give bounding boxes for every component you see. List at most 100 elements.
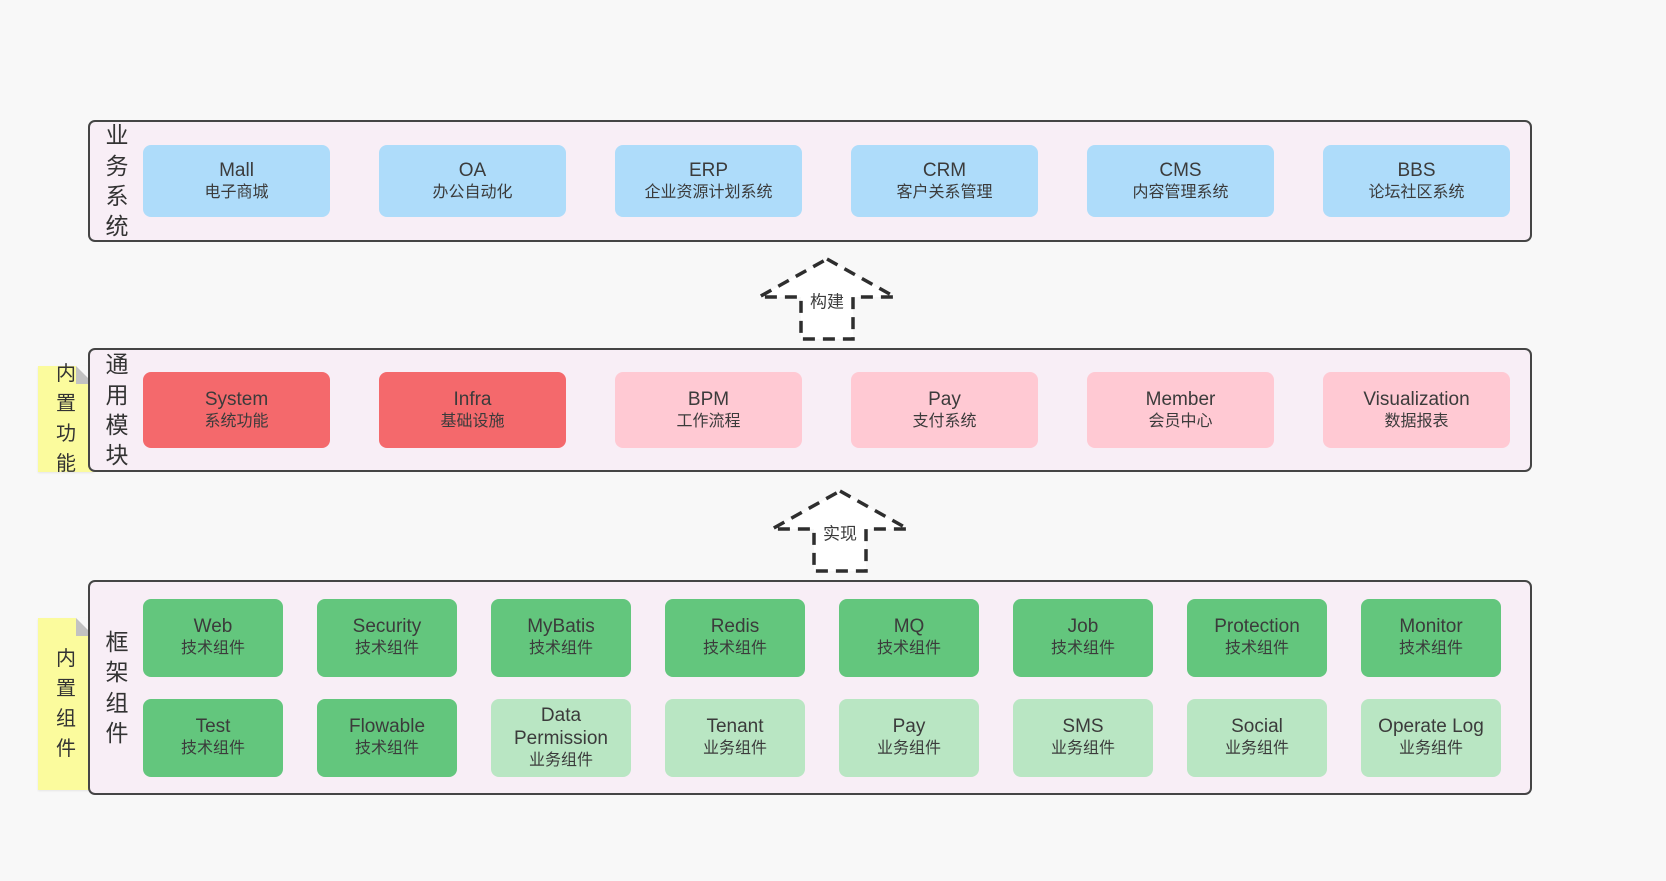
box-web: Web 技术组件 <box>143 598 283 677</box>
box-visualization: Visualization 数据报表 <box>1323 372 1510 448</box>
box-bpm: BPM 工作流程 <box>615 372 802 448</box>
box-title: SMS <box>1062 716 1104 737</box>
box-title: Social <box>1231 716 1283 737</box>
arrow-label: 构建 <box>807 286 847 314</box>
box-title: Test <box>195 716 231 737</box>
box-subtitle: 技术组件 <box>876 640 941 657</box>
sticky-note-builtin-components: 内置组件 <box>38 618 94 790</box>
box-title: Flowable <box>348 716 426 737</box>
box-subtitle: 技术组件 <box>1050 640 1115 657</box>
box-erp: ERP 企业资源计划系统 <box>615 145 802 217</box>
box-oa: OA 办公自动化 <box>379 145 566 217</box>
box-subtitle: 技术组件 <box>180 740 245 757</box>
box-title: ERP <box>688 159 729 181</box>
box-title: Infra <box>453 388 492 410</box>
box-title: Monitor <box>1399 616 1463 637</box>
box-subtitle: 内容管理系统 <box>1132 183 1229 201</box>
box-title: CRM <box>922 159 967 181</box>
box-tenant: Tenant 业务组件 <box>665 698 805 777</box>
box-subtitle: 业务组件 <box>1224 740 1289 757</box>
box-bbs: BBS 论坛社区系统 <box>1323 145 1510 217</box>
box-subtitle: 业务组件 <box>876 740 941 757</box>
box-subtitle: 技术组件 <box>1224 640 1289 657</box>
box-title: Tenant <box>706 716 764 737</box>
box-subtitle: 技术组件 <box>528 640 593 657</box>
box-subtitle: 工作流程 <box>676 412 741 430</box>
box-subtitle: 技术组件 <box>180 640 245 657</box>
box-subtitle: 业务组件 <box>1398 740 1463 757</box>
box-title: Visualization <box>1363 388 1470 410</box>
layer-side-label: 业务系统 <box>100 122 134 240</box>
layer-side-label-text: 业务系统 <box>105 122 129 240</box>
box-title: Redis <box>710 616 760 637</box>
box-subtitle: 业务组件 <box>702 740 767 757</box>
box-subtitle: 电子商城 <box>204 183 269 201</box>
box-redis: Redis 技术组件 <box>665 598 805 677</box>
box-title: BBS <box>1397 159 1436 181</box>
sticky-note-label: 内置组件 <box>56 648 76 760</box>
layer-boxes-row: Mall 电子商城 OA 办公自动化 ERP 企业资源计划系统 CRM 客户关系管理 CMS 内容… <box>143 122 1510 240</box>
sticky-note-label: 内置功能 <box>56 363 76 475</box>
box-title: Data Permission <box>514 704 608 749</box>
box-title: MQ <box>893 616 925 637</box>
box-subtitle: 论坛社区系统 <box>1368 183 1465 201</box>
box-subtitle: 企业资源计划系统 <box>644 183 773 201</box>
layer-side-label: 通用模块 <box>100 350 134 470</box>
box-subtitle: 基础设施 <box>440 412 505 430</box>
box-subtitle: 数据报表 <box>1384 412 1449 430</box>
layer-side-label: 框架组件 <box>100 582 134 793</box>
box-subtitle: 技术组件 <box>354 740 419 757</box>
box-subtitle: 办公自动化 <box>432 183 513 201</box>
box-pay: Pay 业务组件 <box>839 698 979 777</box>
box-subtitle: 系统功能 <box>204 412 269 430</box>
box-title: OA <box>458 159 487 181</box>
layer-side-label-text: 通用模块 <box>105 351 129 469</box>
layer-common-modules: 通用模块 System 系统功能 Infra 基础设施 BPM 工作流程 Pay 支付系统 Me… <box>88 348 1532 472</box>
box-title: System <box>204 388 269 410</box>
box-mall: Mall 电子商城 <box>143 145 330 217</box>
box-subtitle: 客户关系管理 <box>896 183 993 201</box>
box-test: Test 技术组件 <box>143 698 283 777</box>
layer-business-systems: 业务系统 Mall 电子商城 OA 办公自动化 ERP 企业资源计划系统 CRM 客户关系管理… <box>88 120 1532 242</box>
box-title: Web <box>193 616 233 637</box>
box-data-permission: Data Permission 业务组件 <box>491 698 631 777</box>
box-subtitle: 技术组件 <box>354 640 419 657</box>
box-title: Security <box>352 616 422 637</box>
sticky-note-builtin-features: 内置功能 <box>38 363 94 475</box>
box-mq: MQ 技术组件 <box>839 598 979 677</box>
box-pay: Pay 支付系统 <box>851 372 1038 448</box>
box-title: CMS <box>1159 159 1202 181</box>
box-job: Job 技术组件 <box>1013 598 1153 677</box>
box-mybatis: MyBatis 技术组件 <box>491 598 631 677</box>
box-operate-log: Operate Log 业务组件 <box>1361 698 1501 777</box>
box-title: Pay <box>928 388 961 410</box>
box-title: BPM <box>687 388 730 410</box>
box-crm: CRM 客户关系管理 <box>851 145 1038 217</box>
box-system: System 系统功能 <box>143 372 330 448</box>
box-subtitle: 业务组件 <box>1050 740 1115 757</box>
arrow-label: 实现 <box>820 518 860 546</box>
box-title: MyBatis <box>527 616 595 637</box>
layer-side-label-text: 框架组件 <box>105 628 129 746</box>
box-subtitle: 技术组件 <box>702 640 767 657</box>
box-flowable: Flowable 技术组件 <box>317 698 457 777</box>
box-title: Operate Log <box>1378 716 1484 737</box>
box-title: Job <box>1067 616 1099 637</box>
box-title: Member <box>1145 388 1216 410</box>
dashed-up-arrow-implement: 实现 <box>769 488 911 574</box>
box-title: Protection <box>1214 616 1300 637</box>
box-title: Mall <box>219 159 254 181</box>
box-security: Security 技术组件 <box>317 598 457 677</box>
box-social: Social 业务组件 <box>1187 698 1327 777</box>
box-sms: SMS 业务组件 <box>1013 698 1153 777</box>
box-subtitle: 业务组件 <box>528 751 593 769</box>
box-subtitle: 支付系统 <box>912 412 977 430</box>
box-title: Pay <box>892 716 926 737</box>
box-protection: Protection 技术组件 <box>1187 598 1327 677</box>
box-subtitle: 技术组件 <box>1398 640 1463 657</box>
box-cms: CMS 内容管理系统 <box>1087 145 1274 217</box>
